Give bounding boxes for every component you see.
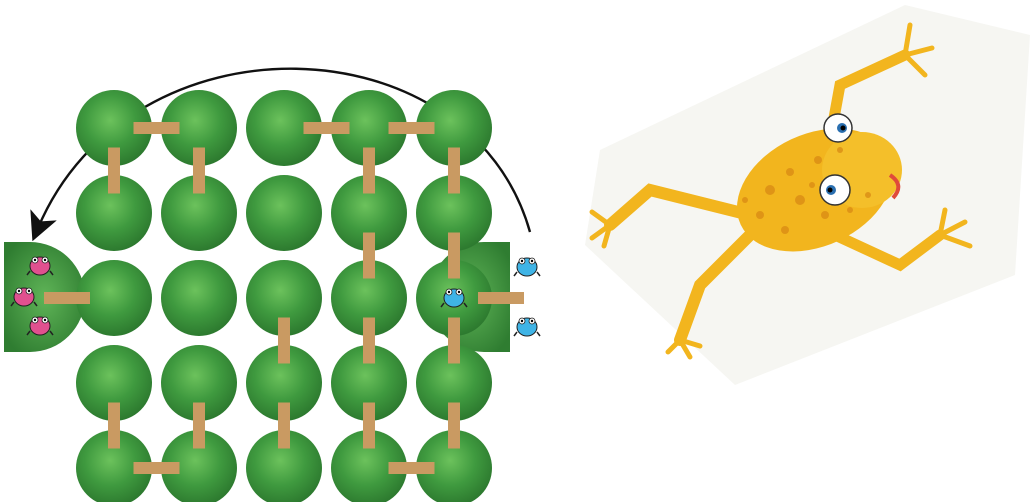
- bridge: [363, 233, 375, 279]
- bridge: [478, 292, 524, 304]
- bridge: [193, 148, 205, 194]
- bridge: [363, 403, 375, 449]
- bridge: [134, 462, 180, 474]
- bridge: [448, 148, 460, 194]
- lily-pad[interactable]: [161, 260, 237, 336]
- lily-pad[interactable]: [246, 175, 322, 251]
- blue-frog[interactable]: [514, 318, 540, 336]
- bridge: [389, 462, 435, 474]
- bridge: [193, 403, 205, 449]
- bridge: [278, 318, 290, 364]
- blue-frog[interactable]: [514, 258, 540, 276]
- bridge: [278, 403, 290, 449]
- bridge: [304, 122, 350, 134]
- bridge: [134, 122, 180, 134]
- bridge: [448, 318, 460, 364]
- yellow-frog-illustration: [585, 5, 1030, 385]
- bridge: [44, 292, 90, 304]
- bridge: [448, 403, 460, 449]
- bridge: [448, 233, 460, 279]
- bridge: [389, 122, 435, 134]
- bridge: [108, 148, 120, 194]
- bridge: [108, 403, 120, 449]
- bridge: [363, 148, 375, 194]
- bridge: [363, 318, 375, 364]
